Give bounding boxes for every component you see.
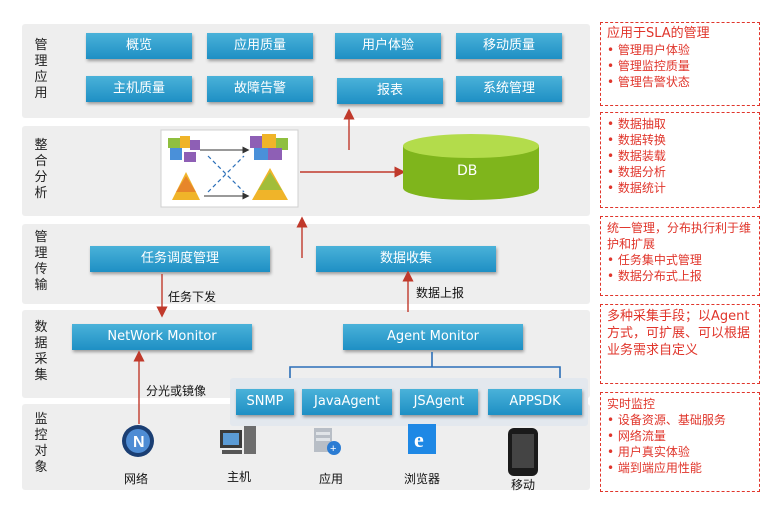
label-task-down: 任务下发 [168, 290, 217, 304]
agent-monitor-button[interactable]: Agent Monitor [343, 324, 523, 350]
puzzle-icon [168, 134, 288, 162]
note-item: • 任务集中式管理 [607, 253, 702, 267]
network-monitor-button[interactable]: NetWork Monitor [72, 324, 252, 350]
note-item: • 设备资源、基础服务 [607, 413, 726, 427]
svg-text:e: e [414, 427, 424, 452]
note-title: 统一管理，分布执行利于维护和扩展 [607, 221, 752, 251]
app-button-overview[interactable]: 概览 [86, 33, 192, 59]
note-item: • 数据装载 [607, 149, 666, 163]
agent-snmp-button[interactable]: SNMP [236, 389, 294, 415]
app-button-app-quality[interactable]: 应用质量 [207, 33, 313, 59]
note-item: • 网络流量 [607, 429, 666, 443]
agent-appsdk-button[interactable]: APPSDK [488, 389, 582, 415]
note-collection: 多种采集手段；以Agent方式，可扩展、可以根据业务需求自定义 [600, 304, 760, 384]
note-title: 实时监控 [607, 397, 656, 411]
browser-icon: e [408, 424, 436, 454]
layer-label: 数据采集 [34, 320, 48, 383]
task-scheduling-button[interactable]: 任务调度管理 [90, 246, 270, 272]
mobile-icon [508, 428, 538, 476]
note-item: • 数据分析 [607, 165, 666, 179]
app-button-host-quality[interactable]: 主机质量 [86, 76, 192, 102]
object-label-host: 主机 [226, 470, 251, 484]
app-button-user-experience[interactable]: 用户体验 [335, 33, 441, 59]
note-sla: 应用于SLA的管理 • 管理用户体验 • 管理监控质量 • 管理告警状态 [600, 22, 760, 106]
layer-label: 管理应用 [34, 38, 48, 101]
label-mirror: 分光或镜像 [146, 384, 207, 398]
object-label-browser: 浏览器 [403, 472, 440, 486]
app-button-system-management[interactable]: 系统管理 [456, 76, 562, 102]
application-icon: + [314, 428, 341, 455]
note-item: • 数据转换 [607, 133, 666, 147]
network-icon: N [122, 425, 154, 457]
note-item: • 管理用户体验 [607, 43, 690, 57]
note-item: • 管理告警状态 [607, 75, 690, 89]
data-collect-button[interactable]: 数据收集 [316, 246, 496, 272]
svg-text:+: + [330, 443, 336, 455]
layer-label: 监控对象 [34, 412, 48, 475]
note-unified: 统一管理，分布执行利于维护和扩展 • 任务集中式管理 • 数据分布式上报 [600, 216, 760, 296]
pyramid-icon [172, 168, 288, 200]
layer-label: 整合分析 [34, 138, 48, 201]
note-title: 多种采集手段；以Agent方式，可扩展、可以根据业务需求自定义 [607, 309, 751, 358]
agent-bracket [289, 352, 561, 378]
note-item: • 数据分布式上报 [607, 269, 702, 283]
note-item: • 数据统计 [607, 181, 666, 195]
agent-js-button[interactable]: JSAgent [400, 389, 478, 415]
note-item: • 管理监控质量 [607, 59, 690, 73]
note-item: • 数据抽取 [607, 117, 666, 131]
app-button-mobile-quality[interactable]: 移动质量 [456, 33, 562, 59]
note-title: 应用于SLA的管理 [607, 26, 710, 41]
svg-text:N: N [133, 434, 145, 451]
note-realtime: 实时监控 • 设备资源、基础服务 • 网络流量 • 用户真实体验 • 端到端应用… [600, 392, 760, 492]
note-item: • 端到端应用性能 [607, 461, 702, 475]
note-etl: • 数据抽取 • 数据转换 • 数据装载 • 数据分析 • 数据统计 [600, 112, 760, 208]
note-item: • 用户真实体验 [607, 445, 690, 459]
object-label-mobile: 移动 [510, 478, 535, 492]
object-label-network: 网络 [123, 472, 148, 486]
host-icon [220, 426, 256, 454]
object-label-app: 应用 [318, 472, 343, 486]
app-button-fault-alarm[interactable]: 故障告警 [207, 76, 313, 102]
db-icon [403, 134, 539, 200]
agent-java-button[interactable]: JavaAgent [302, 389, 392, 415]
db-label: DB [457, 163, 478, 179]
label-data-up: 数据上报 [416, 286, 465, 300]
layer-label: 管理传输 [34, 230, 48, 293]
app-button-report[interactable]: 报表 [337, 78, 443, 104]
